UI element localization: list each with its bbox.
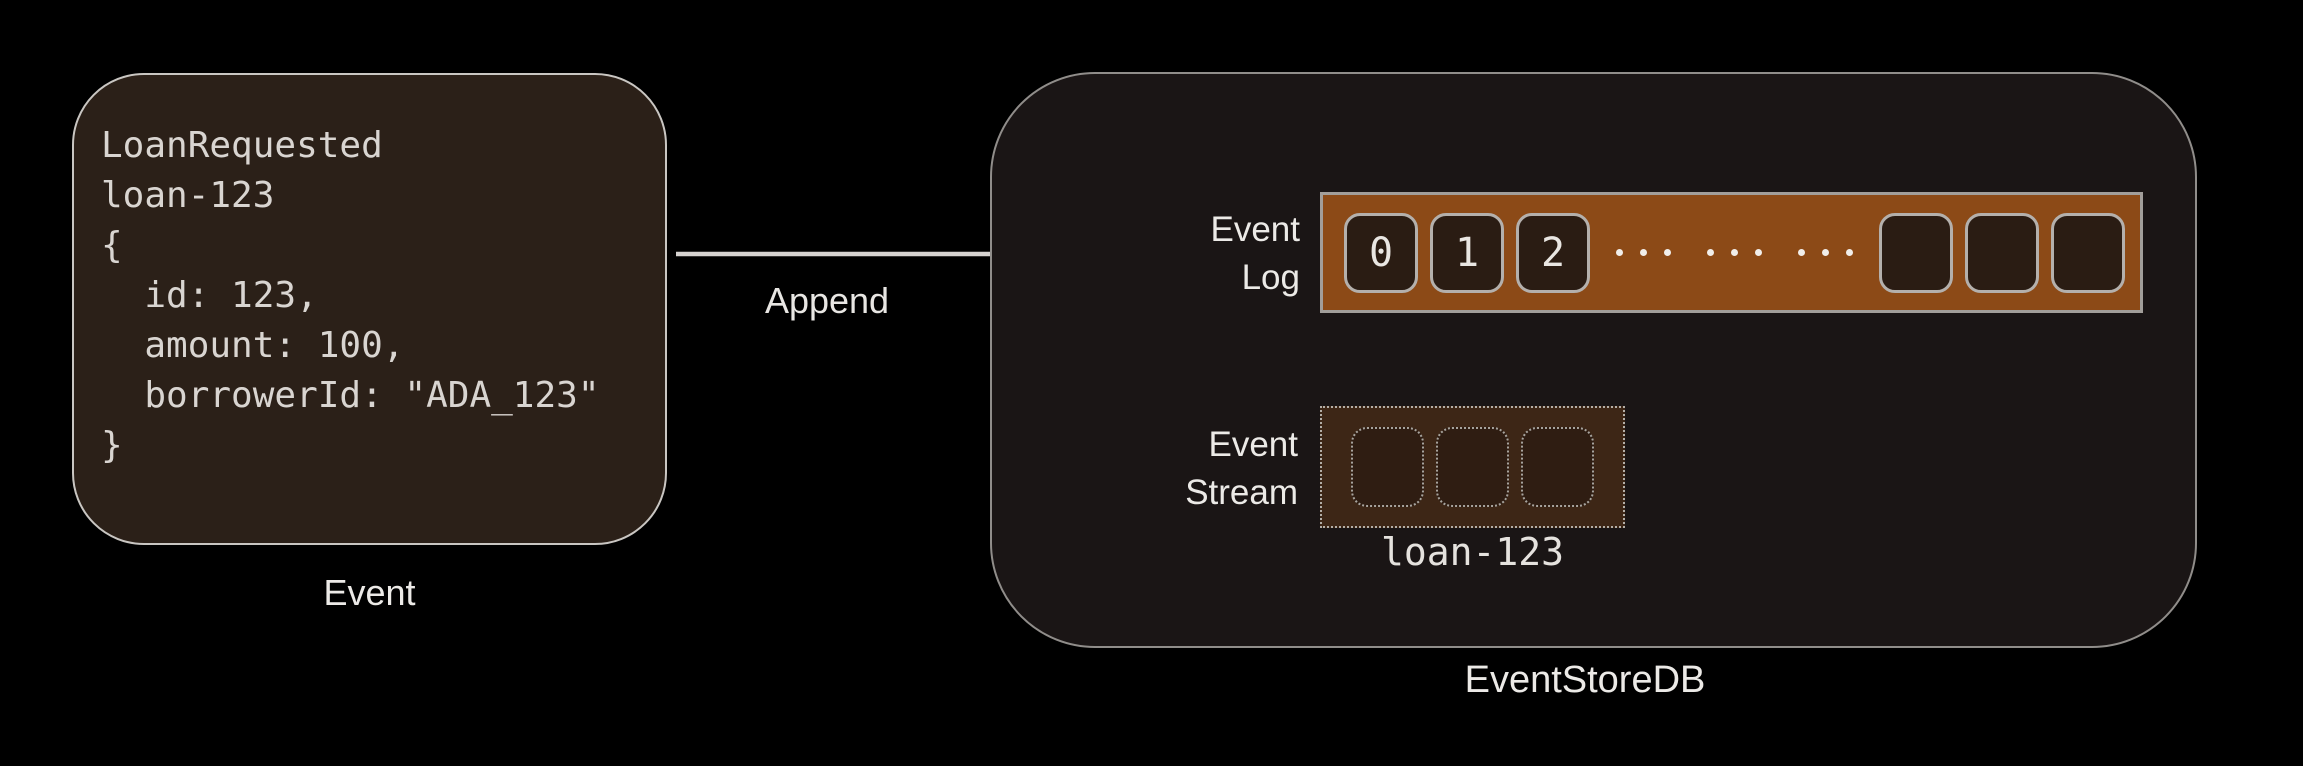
ellipsis-dot xyxy=(1822,249,1829,256)
ellipsis-group xyxy=(1616,249,1671,256)
event-log-label-line2: Log xyxy=(1241,258,1300,297)
stream-name-label: loan-123 xyxy=(1380,530,1565,574)
event-stream-box xyxy=(1320,406,1625,528)
log-cell-empty xyxy=(1965,212,2039,293)
event-code: LoanRequested loan-123 { id: 123, amount… xyxy=(101,125,600,466)
event-stream-label-line2: Stream xyxy=(1185,473,1298,512)
ellipsis-dot xyxy=(1846,249,1853,256)
stream-cell-placeholder xyxy=(1351,427,1424,507)
stream-cell-placeholder xyxy=(1521,427,1594,507)
eventstoredb-label: EventStoreDB xyxy=(1464,659,1706,701)
log-cell: 2 xyxy=(1516,212,1590,293)
ellipsis-dot xyxy=(1616,249,1623,256)
append-arrow-label: Append xyxy=(764,280,890,321)
ellipsis-dot xyxy=(1731,249,1738,256)
log-cells-empty xyxy=(1879,212,2125,293)
ellipsis-group xyxy=(1707,249,1762,256)
log-cell: 0 xyxy=(1344,212,1418,293)
ellipsis-dot xyxy=(1664,249,1671,256)
stream-cell-placeholder xyxy=(1436,427,1509,507)
event-card-label: Event xyxy=(323,572,416,613)
event-stream-label-line1: Event xyxy=(1208,425,1299,464)
ellipsis-dot xyxy=(1707,249,1714,256)
ellipsis-dot xyxy=(1640,249,1647,256)
event-stream-label: Event Stream xyxy=(1060,421,1298,517)
log-cell-empty xyxy=(2051,212,2125,293)
event-log-label-line1: Event xyxy=(1210,210,1301,249)
log-cell-empty xyxy=(1879,212,1953,293)
ellipsis-dot xyxy=(1798,249,1805,256)
eventstoredb-container xyxy=(990,72,2197,648)
event-card: LoanRequested loan-123 { id: 123, amount… xyxy=(72,73,667,545)
log-cell: 1 xyxy=(1430,212,1504,293)
ellipsis-dot xyxy=(1755,249,1762,256)
log-ellipsis xyxy=(1590,249,1879,256)
ellipsis-group xyxy=(1798,249,1853,256)
event-log-label: Event Log xyxy=(1100,206,1301,302)
